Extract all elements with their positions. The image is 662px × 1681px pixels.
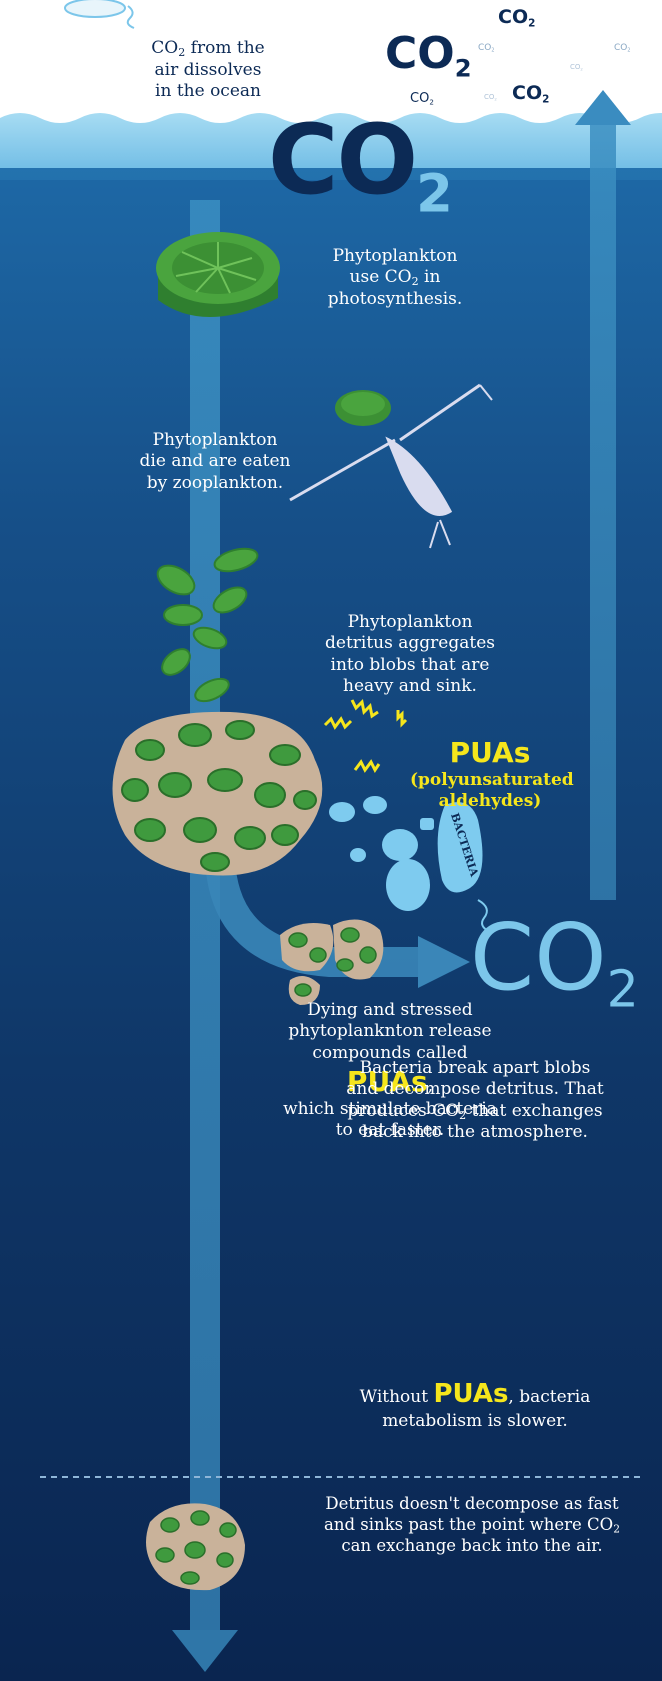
- photosynthesis-caption: Phytoplankton use CO2 in photosynthesis.: [300, 246, 490, 310]
- co2-dissolving-label: CO2: [268, 112, 451, 221]
- upward-exchange-arrow: [590, 120, 616, 900]
- co2-tiny-label: CO2: [614, 44, 631, 54]
- co2-released-label: CO2: [470, 912, 639, 1015]
- sinks-caption: Detritus doesn't decompose as fast and s…: [292, 1494, 652, 1556]
- without-pua-caption: Without PUAs, bacteria metabolism is slo…: [330, 1378, 620, 1432]
- eaten-caption: Phytoplankton die and are eaten by zoopl…: [120, 430, 310, 494]
- co2-tiny-label: CO2: [570, 64, 583, 71]
- phytoplankton-icon: [156, 232, 280, 317]
- co2-large-label: CO2: [385, 32, 472, 81]
- co2-small-label: CO2: [498, 8, 535, 29]
- sinking-arrow: [190, 200, 220, 1630]
- co2-small-label: CO2: [512, 84, 549, 105]
- surface-plankton-icon: [65, 0, 125, 17]
- decompose-caption: Bacteria break apart blobs and decompose…: [330, 1058, 620, 1143]
- surface-caption: CO2 from the air dissolves in the ocean: [128, 38, 288, 102]
- pua-callout: PUAs (polyunsaturated aldehydes): [410, 735, 570, 813]
- aggregate-caption: Phytoplankton detritus aggregates into b…: [300, 612, 520, 697]
- co2-tiny-label: CO2: [484, 94, 497, 101]
- co2-tiny-label: CO2: [478, 44, 495, 54]
